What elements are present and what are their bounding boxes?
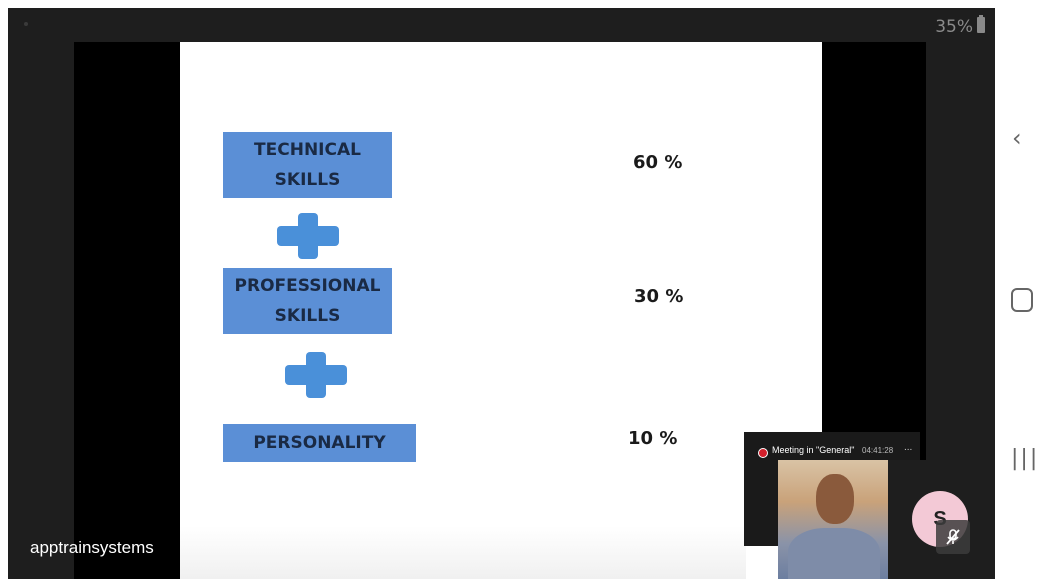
participant-video[interactable] [778, 460, 888, 579]
video-person-body [788, 528, 880, 579]
recent-apps-icon[interactable]: ||| [1011, 446, 1040, 471]
battery-level: 35% [935, 17, 973, 37]
plus-icon [285, 352, 347, 398]
bottom-shadow [180, 526, 746, 579]
status-bar: 35% [8, 8, 995, 42]
professional-skills-percent: 30 % [634, 286, 684, 307]
meeting-timer: 04:41:28 [862, 446, 894, 455]
android-nav-bar: ‹ ||| [995, 0, 1044, 579]
technical-skills-percent: 60 % [633, 152, 683, 173]
more-options-icon[interactable]: ... [904, 442, 913, 453]
box-label-line1: TECHNICAL [254, 140, 361, 160]
presenter-name: apptrainsystems [30, 538, 154, 557]
meeting-screen: 35% TECHNICAL SKILLS 60 % PROFESSIONAL S… [8, 8, 995, 579]
video-person-head [816, 474, 854, 524]
mic-off-icon[interactable] [936, 520, 970, 554]
status-dot [24, 22, 28, 26]
personality-percent: 10 % [628, 428, 678, 449]
home-icon[interactable] [1011, 288, 1033, 312]
box-label-line2: SKILLS [274, 306, 341, 326]
personality-box: PERSONALITY [223, 424, 416, 462]
box-label-line1: PROFESSIONAL [234, 276, 381, 296]
technical-skills-box: TECHNICAL SKILLS [223, 132, 392, 198]
professional-skills-box: PROFESSIONAL SKILLS [223, 268, 392, 334]
box-label-line2: SKILLS [274, 170, 341, 190]
box-label-line1: PERSONALITY [253, 433, 386, 453]
plus-icon [277, 213, 339, 259]
battery-icon [977, 15, 985, 33]
record-dot-icon [758, 448, 768, 458]
back-chevron-icon[interactable]: ‹ [1012, 124, 1022, 152]
letterbox-left [74, 42, 180, 579]
shared-slide: TECHNICAL SKILLS 60 % PROFESSIONAL SKILL… [180, 42, 822, 579]
meeting-title: Meeting in "General" [772, 445, 855, 455]
